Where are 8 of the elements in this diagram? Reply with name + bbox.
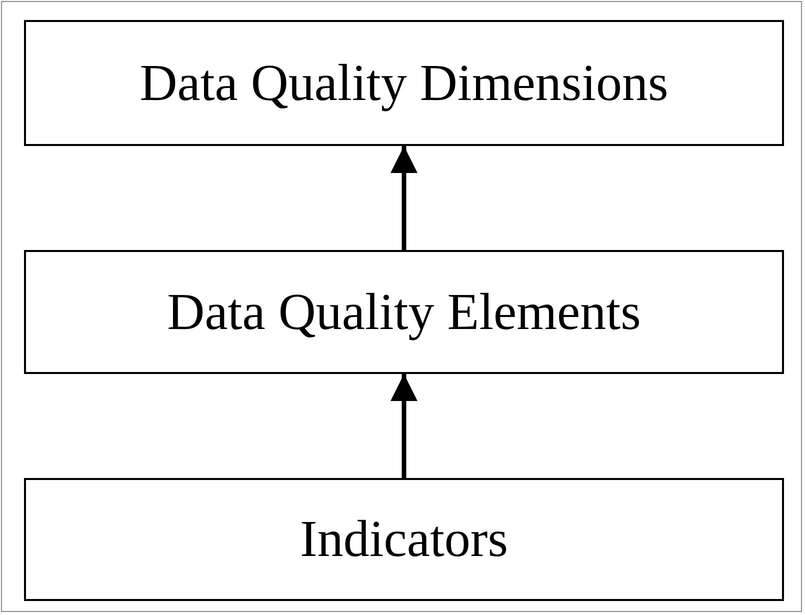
box-label: Indicators	[300, 510, 508, 569]
box-label: Data Quality Dimensions	[140, 54, 668, 112]
process-box	[24, 250, 784, 374]
box-label: Data Quality Elements	[167, 282, 641, 342]
arrow	[390, 374, 418, 478]
arrow	[390, 146, 418, 250]
process-box	[24, 478, 784, 601]
process-box	[24, 20, 784, 146]
